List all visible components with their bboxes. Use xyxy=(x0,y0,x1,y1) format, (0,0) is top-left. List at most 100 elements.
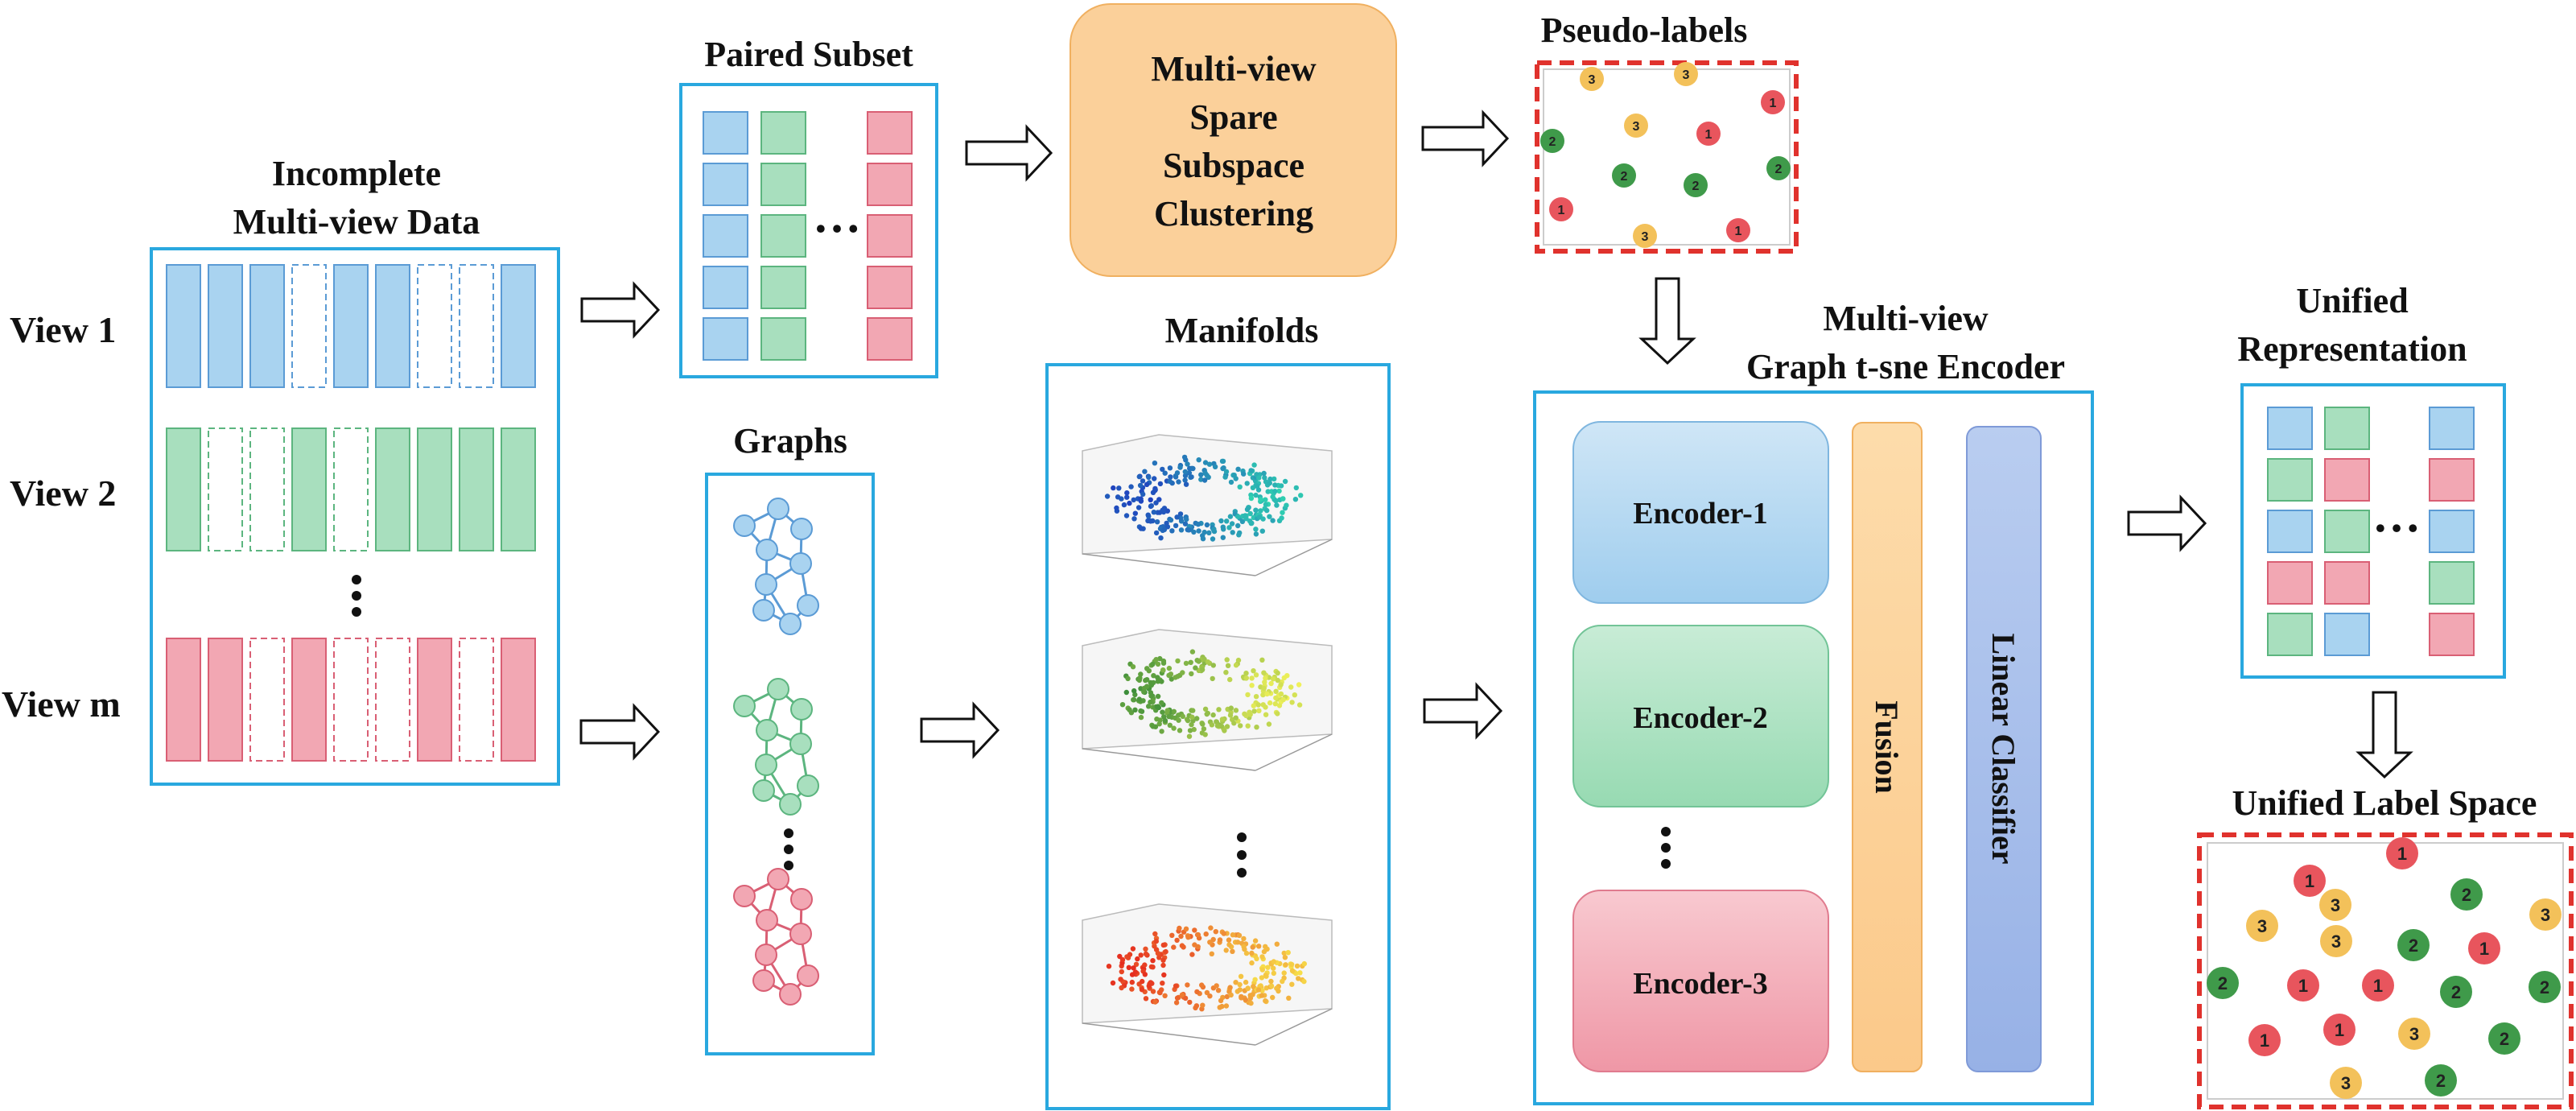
feature-cell xyxy=(2429,613,2475,656)
view-cell xyxy=(291,427,327,551)
manifold-point xyxy=(1288,684,1294,690)
manifold-point xyxy=(1131,697,1137,703)
x-axis xyxy=(1082,1022,1256,1046)
manifold-point xyxy=(1159,700,1164,706)
manifold-point xyxy=(1176,479,1181,485)
manifold-point xyxy=(1143,946,1148,952)
manifold-point xyxy=(1281,675,1288,681)
feature-cell xyxy=(2324,458,2370,502)
manifold-point xyxy=(1270,676,1276,682)
manifold-point xyxy=(1216,707,1222,712)
graphs-frame xyxy=(705,473,875,1055)
cluster-dot xyxy=(2319,889,2351,921)
cluster-point: 2 xyxy=(1766,156,1791,180)
cluster-label: 3 xyxy=(2541,905,2550,925)
manifold-point xyxy=(1251,462,1257,468)
graph-node xyxy=(733,695,756,717)
clustering-line4: Clustering xyxy=(1154,194,1313,233)
cluster-point: 3 xyxy=(2330,1067,2362,1099)
graph-node xyxy=(733,885,756,907)
flow-arrows xyxy=(579,109,2413,779)
cluster-label: 2 xyxy=(2451,982,2461,1002)
feature-cell xyxy=(2267,407,2313,450)
cluster-point: 2 xyxy=(1684,173,1708,197)
manifold-point xyxy=(1160,981,1165,986)
plot-pane xyxy=(1082,629,1333,750)
pseudo-labels-title: Pseudo-labels xyxy=(1541,10,1748,50)
manifold-point xyxy=(1177,728,1183,733)
encoder-title-line2: Graph t-sne Encoder xyxy=(1746,347,2065,386)
graph-node xyxy=(755,754,777,776)
manifold-point xyxy=(1233,980,1239,985)
manifold-point xyxy=(1267,480,1273,486)
down-arrow xyxy=(2355,691,2413,779)
manifold-point xyxy=(1250,485,1256,490)
cluster-label: 2 xyxy=(2500,1029,2509,1049)
manifold-point xyxy=(1162,717,1168,724)
cluster-point: 1 xyxy=(2287,969,2319,1002)
manifold-point xyxy=(1267,514,1272,519)
manifold-point xyxy=(1224,518,1230,524)
manifold-point xyxy=(1201,726,1207,732)
manifold-point xyxy=(1259,975,1265,981)
cluster-point: 1 xyxy=(2248,1024,2281,1056)
missing-view-cell xyxy=(459,638,494,762)
manifold-point xyxy=(1211,527,1217,532)
manifold-point xyxy=(1293,485,1300,491)
manifold-point xyxy=(1267,476,1273,482)
manifold-point xyxy=(1155,675,1160,680)
incomplete-data-frame xyxy=(150,247,560,786)
manifold-point xyxy=(1156,497,1162,502)
manifold-point xyxy=(1106,964,1112,969)
manifold-point xyxy=(1179,992,1185,997)
y-axis xyxy=(1255,1008,1333,1046)
cluster-dot xyxy=(2398,1018,2430,1050)
manifold-point xyxy=(1243,516,1249,522)
manifold-point xyxy=(1138,952,1144,958)
manifold-point xyxy=(1262,475,1267,481)
manifold-point xyxy=(1154,519,1160,525)
feature-cell xyxy=(2324,613,2370,656)
manifold-point xyxy=(1186,733,1193,739)
manifold-point xyxy=(1289,981,1295,987)
manifold-point xyxy=(1155,693,1161,700)
manifold-point xyxy=(1220,535,1226,540)
manifold-point xyxy=(1264,691,1270,697)
cluster-dot xyxy=(1684,173,1708,197)
manifold-point xyxy=(1253,694,1259,700)
feature-cell xyxy=(867,214,913,258)
manifold-point xyxy=(1289,968,1296,974)
manifold-point xyxy=(1160,942,1167,948)
manifold-point xyxy=(1202,732,1208,737)
y-axis xyxy=(1255,733,1333,771)
cluster-label: 1 xyxy=(2397,844,2407,864)
manifold-point xyxy=(1119,956,1126,963)
feature-cell xyxy=(867,317,913,361)
manifold-plots xyxy=(1082,434,1333,1046)
manifold-point xyxy=(1204,989,1210,996)
encoder-frame xyxy=(1533,390,2094,1105)
manifold-point xyxy=(1260,692,1266,698)
manifold-point xyxy=(1222,474,1228,480)
manifold-point xyxy=(1171,944,1177,950)
cluster-dot xyxy=(2248,1024,2281,1056)
manifold-point xyxy=(1193,1003,1200,1009)
manifold-point xyxy=(1270,518,1276,523)
view-cell xyxy=(166,638,201,762)
manifold-plot xyxy=(1082,629,1333,771)
manifold-point xyxy=(1301,978,1307,985)
view1-label: View 1 xyxy=(10,309,116,350)
manifold-point xyxy=(1233,663,1239,668)
manifold-point xyxy=(1152,488,1158,494)
cluster-point: 2 xyxy=(2450,878,2483,911)
manifold-point xyxy=(1183,660,1189,667)
manifold-point xyxy=(1251,703,1257,708)
missing-view-cell xyxy=(249,638,285,762)
manifold-point xyxy=(1144,666,1150,671)
manifold-point xyxy=(1166,672,1172,679)
linear-classifier-label: Linear Classifier xyxy=(1985,633,2022,864)
manifold-point xyxy=(1202,706,1209,712)
manifold-point xyxy=(1185,982,1190,988)
manifold-point xyxy=(1263,675,1268,681)
cluster-dot xyxy=(2468,932,2500,964)
